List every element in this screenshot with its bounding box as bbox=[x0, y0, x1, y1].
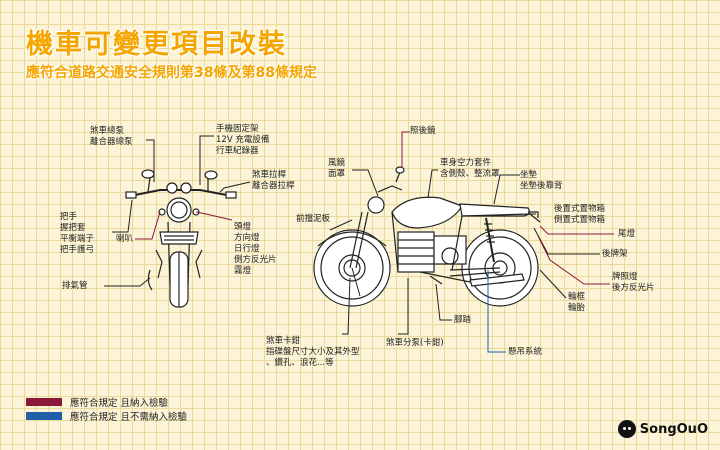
legend-no-inspect: 應符合規定 且不需納入檢驗 bbox=[26, 409, 187, 423]
label-footpeg: 腳踏 bbox=[454, 315, 472, 325]
side-view-motorcycle bbox=[313, 166, 541, 307]
front-view-motorcycle bbox=[125, 169, 237, 308]
label-mirror: 照後鏡 bbox=[410, 126, 436, 136]
label-tail-light: 尾燈 bbox=[618, 229, 636, 239]
label-sprocket: 煞車分泵(卡鉗) bbox=[386, 338, 444, 348]
brand-name: SongOuO bbox=[639, 421, 708, 437]
page-subtitle: 應符合道路交通安全規則第38條及第88條規定 bbox=[26, 65, 317, 81]
label-plate-rack: 後牌架 bbox=[602, 249, 628, 259]
label-caliper: 煞車卡鉗指碟盤尺寸大小及其外型、鑽孔、浪花...等 bbox=[266, 336, 360, 368]
label-plate-light: 牌照燈後方反光片 bbox=[612, 272, 655, 293]
label-exhaust: 排氣管 bbox=[62, 281, 88, 291]
label-handlebar: 把手握把套平衡端子把手護弓 bbox=[60, 212, 95, 255]
label-windshield: 風鏡面罩 bbox=[328, 158, 346, 179]
label-seat: 坐墊坐墊後靠背 bbox=[520, 170, 563, 191]
label-brake-lever: 煞車拉桿離合器拉桿 bbox=[252, 170, 295, 191]
legend-swatch-inspect bbox=[26, 398, 62, 406]
label-rack: 後置式置物箱側置式置物箱 bbox=[554, 204, 606, 225]
callout-lines bbox=[104, 131, 614, 353]
label-clutch-cable: 煞車總泵離合器總泵 bbox=[90, 126, 133, 147]
label-air-intake: 車身空力套件含側殼、整流罩 bbox=[440, 158, 500, 179]
label-fender: 前擋泥板 bbox=[296, 214, 331, 224]
legend-inspect: 應符合規定 且納入檢驗 bbox=[26, 395, 168, 409]
label-horn: 喇叭 bbox=[116, 234, 134, 244]
legend-text-inspect: 應符合規定 且納入檢驗 bbox=[70, 398, 169, 409]
logo-face-icon bbox=[617, 420, 636, 438]
label-suspension: 懸吊系統 bbox=[508, 347, 543, 357]
brand-logo: SongOuO bbox=[617, 420, 708, 438]
label-wheel: 輪框輪胎 bbox=[568, 292, 586, 313]
legend-text-no-inspect: 應符合規定 且不需納入檢驗 bbox=[70, 412, 188, 423]
page-title: 機車可變更項目改裝 bbox=[26, 29, 287, 60]
label-headlight: 頭燈方向燈日行燈側方反光片霧燈 bbox=[234, 222, 277, 276]
legend-swatch-no-inspect bbox=[26, 412, 62, 420]
